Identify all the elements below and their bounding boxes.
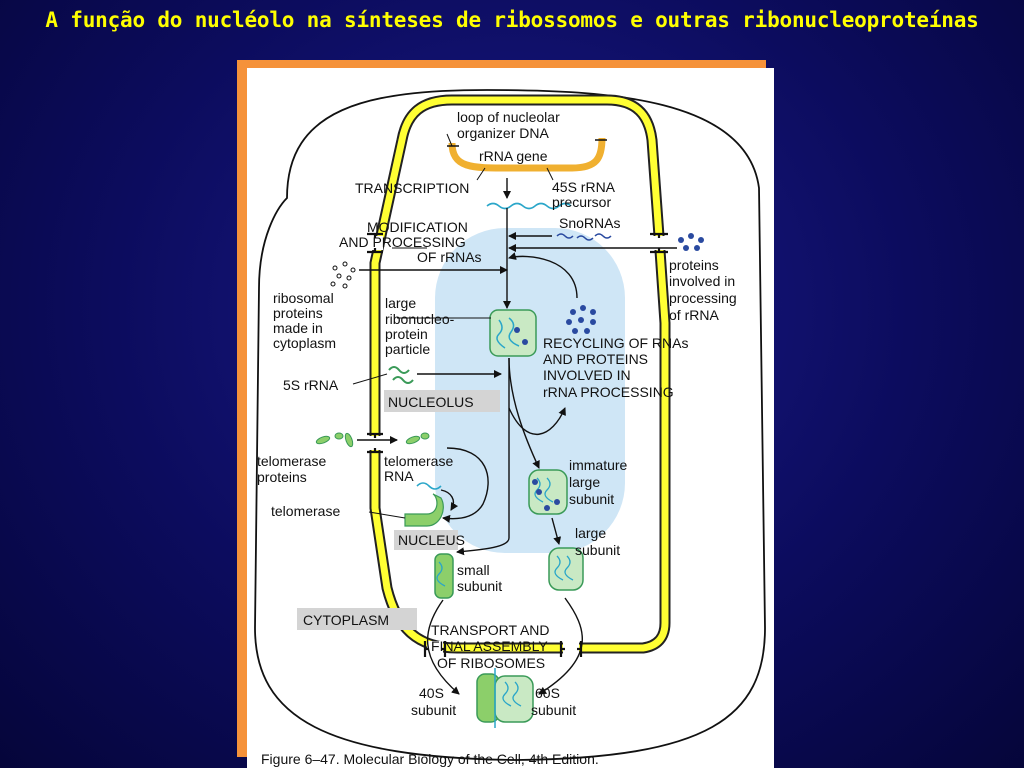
label-large-rnp-1: large [385, 295, 416, 311]
label-telomerase: telomerase [271, 503, 340, 519]
ribosome-60s [494, 675, 534, 723]
figure-panel: loop of nucleolar organizer DNA rRNA gen… [247, 68, 774, 768]
label-ribosomal-proteins-2: proteins [273, 305, 323, 321]
arrow-recycle-loop [508, 252, 578, 299]
label-large-subunit-2: subunit [575, 542, 620, 558]
label-small-subunit-1: small [457, 562, 490, 578]
rrna-gene-dna [448, 137, 606, 172]
ribosomal-protein-dots [330, 261, 356, 289]
label-immature-1: immature [569, 457, 628, 473]
arrow-telrna-to-complex [440, 489, 459, 511]
label-proteins-processing-1: proteins [669, 257, 719, 273]
label-modification-3: OF rRNAs [417, 249, 482, 265]
label-precursor-1: 45S rRNA [552, 179, 616, 195]
label-transport-1: TRANSPORT AND [431, 622, 550, 638]
label-60s-2: subunit [531, 702, 576, 718]
arrow-to-small [456, 358, 510, 556]
label-large-subunit-1: large [575, 525, 606, 541]
label-ribosomal-proteins-4: cytoplasm [273, 335, 336, 351]
label-precursor-2: precursor [552, 194, 611, 210]
small-subunit-shape [434, 553, 454, 599]
label-telomerase-proteins-1: telomerase [257, 453, 326, 469]
label-5s-rrna: 5S rRNA [283, 377, 339, 393]
label-proteins-processing-3: processing [669, 290, 737, 306]
label-loop-dna-1: loop of nucleolar [457, 109, 560, 125]
label-nucleolus: NUCLEOLUS [388, 394, 474, 410]
label-ribosomal-proteins-3: made in [273, 320, 323, 336]
telomerase-protein-shapes [315, 432, 430, 448]
large-rnp-particle [489, 309, 537, 357]
label-large-rnp-3: protein [385, 326, 428, 342]
label-small-subunit-2: subunit [457, 578, 502, 594]
telomerase-rna-wave [416, 482, 442, 490]
slide-title: A função do nucléolo na sínteses de ribo… [45, 8, 979, 32]
label-telomerase-rna-2: RNA [384, 468, 414, 484]
five-s-rrna-squiggle [388, 366, 414, 384]
label-large-rnp-2: ribonucleo- [385, 311, 455, 327]
label-modification-2: AND PROCESSING [339, 234, 466, 250]
snorna-squiggles [556, 233, 612, 241]
telomerase-complex [404, 493, 444, 527]
label-telomerase-rna-1: telomerase [384, 453, 453, 469]
label-recycling-4: rRNA PROCESSING [543, 384, 674, 400]
label-ribosomal-proteins-1: ribosomal [273, 290, 334, 306]
label-transcription: TRANSCRIPTION [355, 180, 469, 196]
arrow-recycle-up [508, 407, 566, 436]
label-recycling-1: RECYCLING OF RNAs [543, 335, 688, 351]
label-modification-1: MODIFICATION [367, 219, 468, 235]
label-immature-3: subunit [569, 491, 614, 507]
figure-caption: Figure 6–47. Molecular Biology of the Ce… [261, 751, 599, 767]
arrow-telomerase-loop [442, 447, 489, 523]
label-60s-1: 60S [535, 685, 560, 701]
label-40s-2: subunit [411, 702, 456, 718]
label-telomerase-proteins-2: proteins [257, 469, 307, 485]
precursor-rna-wave [486, 202, 572, 210]
label-recycling-2: AND PROTEINS [543, 351, 648, 367]
label-large-rnp-4: particle [385, 341, 430, 357]
arrow-small-out [426, 599, 460, 695]
cell-membrane [254, 89, 766, 761]
diagram: loop of nucleolar organizer DNA rRNA gen… [254, 89, 766, 767]
label-recycling-3: INVOLVED IN [543, 367, 631, 383]
label-proteins-processing-4: of rRNA [669, 307, 719, 323]
recycling-dots [566, 305, 596, 334]
label-nucleus: NUCLEUS [398, 532, 465, 548]
label-proteins-processing-2: involved in [669, 273, 735, 289]
label-snornas: SnoRNAs [559, 215, 620, 231]
label-cytoplasm: CYTOPLASM [303, 612, 389, 628]
label-transport-2: FINAL ASSEMBLY [431, 638, 548, 654]
label-loop-dna-2: organizer DNA [457, 125, 549, 141]
processing-proteins-dots [678, 233, 704, 251]
label-transport-3: OF RIBOSOMES [437, 655, 545, 671]
arrow-immature-to-large [551, 517, 562, 545]
label-40s-1: 40S [419, 685, 444, 701]
nucleolus-region [435, 228, 625, 553]
label-immature-2: large [569, 474, 600, 490]
arrow-large-out [538, 597, 583, 695]
label-rrna-gene: rRNA gene [479, 148, 548, 164]
